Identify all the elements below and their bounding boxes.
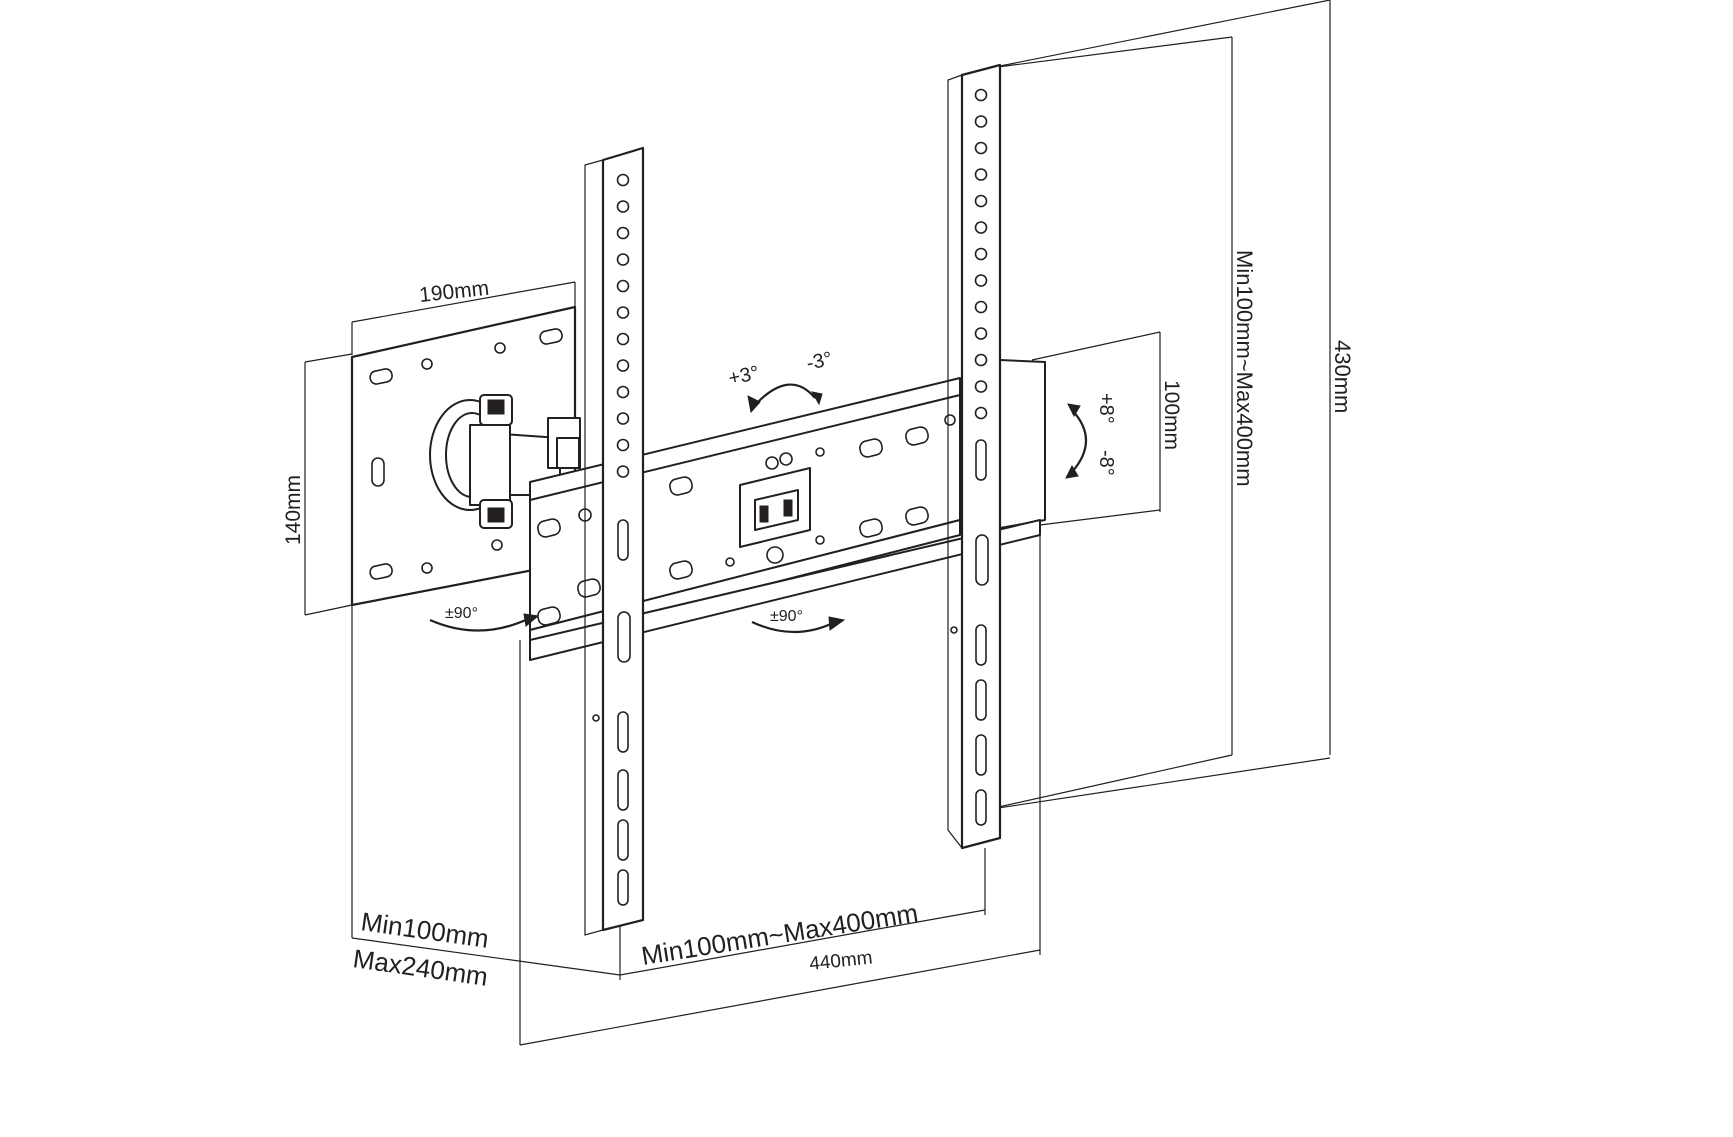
right-bar-hole	[974, 221, 988, 234]
right-bar-hole	[974, 274, 988, 287]
label-tilt-down: -8°	[1095, 450, 1117, 476]
left-bar-hole	[616, 359, 630, 372]
label-overall-width: 440mm	[808, 947, 873, 975]
right-bar-hole	[974, 380, 988, 393]
label-tilt-side: 100mm	[1160, 380, 1183, 450]
label-level-plus: +3°	[726, 362, 761, 390]
label-swivel-center: ±90°	[770, 608, 803, 625]
right-vertical-bar	[947, 63, 1002, 850]
right-bar-hole	[974, 353, 988, 367]
right-bar-hole	[974, 168, 988, 181]
label-vertical-range: Min100mm~Max400mm	[1232, 250, 1257, 487]
left-vertical-bar	[584, 146, 645, 936]
left-bar-hole	[616, 332, 630, 346]
label-horizontal-range: Min100mm~Max400mm	[639, 898, 920, 971]
left-bar-hole	[616, 438, 630, 452]
label-arm-plate-height: 140mm	[282, 475, 305, 545]
label-level-minus: -3°	[804, 348, 834, 375]
left-bar-hole	[616, 385, 630, 399]
left-bar-hole	[616, 465, 630, 478]
right-bar-hole	[974, 141, 988, 155]
label-overall-height: 430mm	[1330, 340, 1355, 413]
right-bar-hole	[974, 327, 988, 340]
label-arm-plate-width: 190mm	[418, 277, 490, 307]
rotation-arrows	[429, 383, 1087, 634]
left-bar-hole	[616, 306, 630, 319]
left-bar-hole	[616, 412, 630, 425]
left-bar-hole	[616, 226, 630, 240]
right-bar-hole	[974, 247, 988, 261]
right-bar-hole	[974, 88, 988, 102]
left-bar-hole	[616, 173, 630, 187]
left-bar-hole	[616, 253, 630, 266]
right-bar-hole	[974, 194, 988, 208]
label-swivel-left: ±90°	[445, 605, 478, 622]
left-bar-hole	[616, 200, 630, 213]
left-bar-hole	[616, 279, 630, 293]
right-bar-hole	[974, 406, 988, 420]
label-tilt-up: +8°	[1095, 393, 1117, 424]
right-bar-hole	[974, 300, 988, 314]
right-bar-hole	[974, 115, 988, 128]
